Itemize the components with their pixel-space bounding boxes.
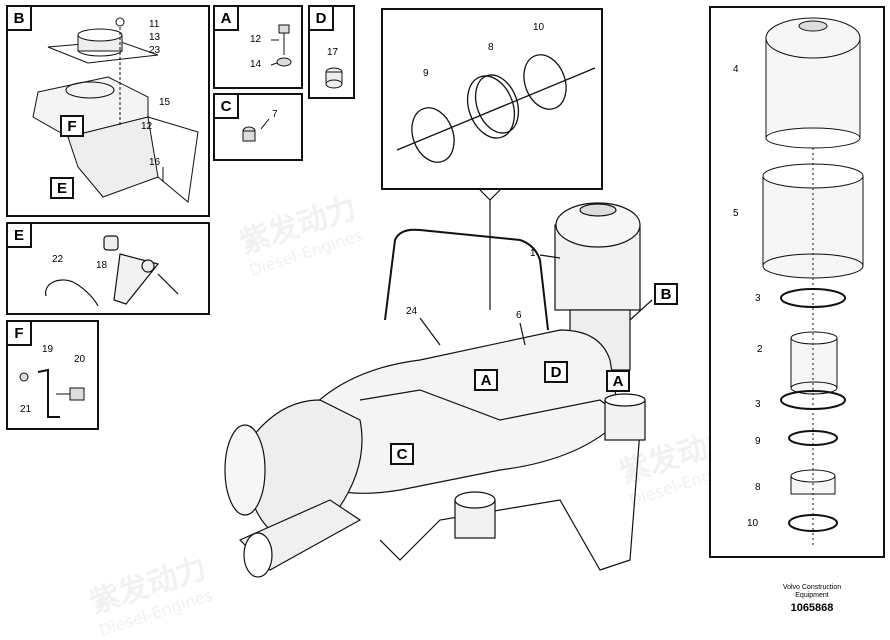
panel-tag: F xyxy=(8,322,32,346)
detail-panel-filter: 4 5 3 2 3 9 8 10 xyxy=(709,6,885,558)
panel-tag: D xyxy=(310,7,334,31)
part-number: 3 xyxy=(755,293,761,304)
bracket-bolt-drawing xyxy=(19,368,85,418)
screw-drawing xyxy=(270,24,292,67)
callout-a[interactable]: A xyxy=(474,369,498,391)
plug-drawing xyxy=(325,67,343,89)
part-number: 9 xyxy=(423,68,429,79)
clamp-rings-drawing xyxy=(396,54,596,163)
part-number: 10 xyxy=(747,518,759,529)
drawing-id: 1065868 xyxy=(790,602,834,614)
footer: Volvo Construction Equipment 1065868 xyxy=(762,584,862,614)
part-number: 18 xyxy=(96,260,108,271)
part-number: 12 xyxy=(250,34,262,45)
part-number: 15 xyxy=(159,97,171,108)
part-number: 21 xyxy=(20,404,32,415)
callout-d[interactable]: D xyxy=(544,361,568,383)
footer-line: Volvo Construction xyxy=(782,584,842,591)
part-number: 22 xyxy=(52,254,64,265)
part-number: 4 xyxy=(733,64,739,75)
strap-drawing xyxy=(45,235,179,307)
panel-tag: E xyxy=(8,224,32,248)
part-number: 24 xyxy=(406,306,418,317)
part-number: 5 xyxy=(733,208,739,219)
detail-panel-a: A 12 14 xyxy=(213,5,303,89)
part-number: 11 xyxy=(149,19,160,30)
part-number: 1 xyxy=(530,248,536,259)
detail-panel-b: B 11 13 23 15 12 16 F E xyxy=(6,5,210,217)
bracket-drawing xyxy=(32,17,199,203)
callout-b[interactable]: B xyxy=(654,283,678,305)
part-number: 14 xyxy=(250,59,262,70)
panel-tag: A xyxy=(215,7,239,31)
callout-f[interactable]: F xyxy=(60,115,84,137)
detail-panel-clamps: 8 10 9 xyxy=(381,8,603,190)
detail-panel-e: E 22 18 xyxy=(6,222,210,315)
part-number: 8 xyxy=(488,42,494,53)
part-number: 2 xyxy=(757,344,763,355)
part-number: 16 xyxy=(149,157,161,168)
callout-a[interactable]: A xyxy=(606,370,630,392)
callout-c[interactable]: C xyxy=(390,443,414,465)
filter-exploded-drawing xyxy=(762,17,864,548)
callout-e[interactable]: E xyxy=(50,177,74,199)
part-number: 3 xyxy=(755,399,761,410)
panel-tag: C xyxy=(215,95,239,119)
detail-panel-f: F 19 20 21 xyxy=(6,320,99,430)
part-number: 8 xyxy=(755,482,761,493)
part-number: 12 xyxy=(141,121,153,132)
part-number: 23 xyxy=(149,45,161,56)
detail-panel-d: D 17 xyxy=(308,5,355,99)
panel-tag: B xyxy=(8,7,32,31)
clip-drawing xyxy=(242,118,270,142)
part-number: 7 xyxy=(272,109,278,120)
part-number: 13 xyxy=(149,32,161,43)
part-number: 10 xyxy=(533,22,545,33)
part-number: 19 xyxy=(42,344,54,355)
part-number: 17 xyxy=(327,47,339,58)
footer-line: Equipment xyxy=(795,592,829,599)
part-number: 20 xyxy=(74,354,86,365)
part-number: 9 xyxy=(755,436,761,447)
detail-panel-c: C 7 xyxy=(213,93,303,161)
part-number: 6 xyxy=(516,310,522,321)
